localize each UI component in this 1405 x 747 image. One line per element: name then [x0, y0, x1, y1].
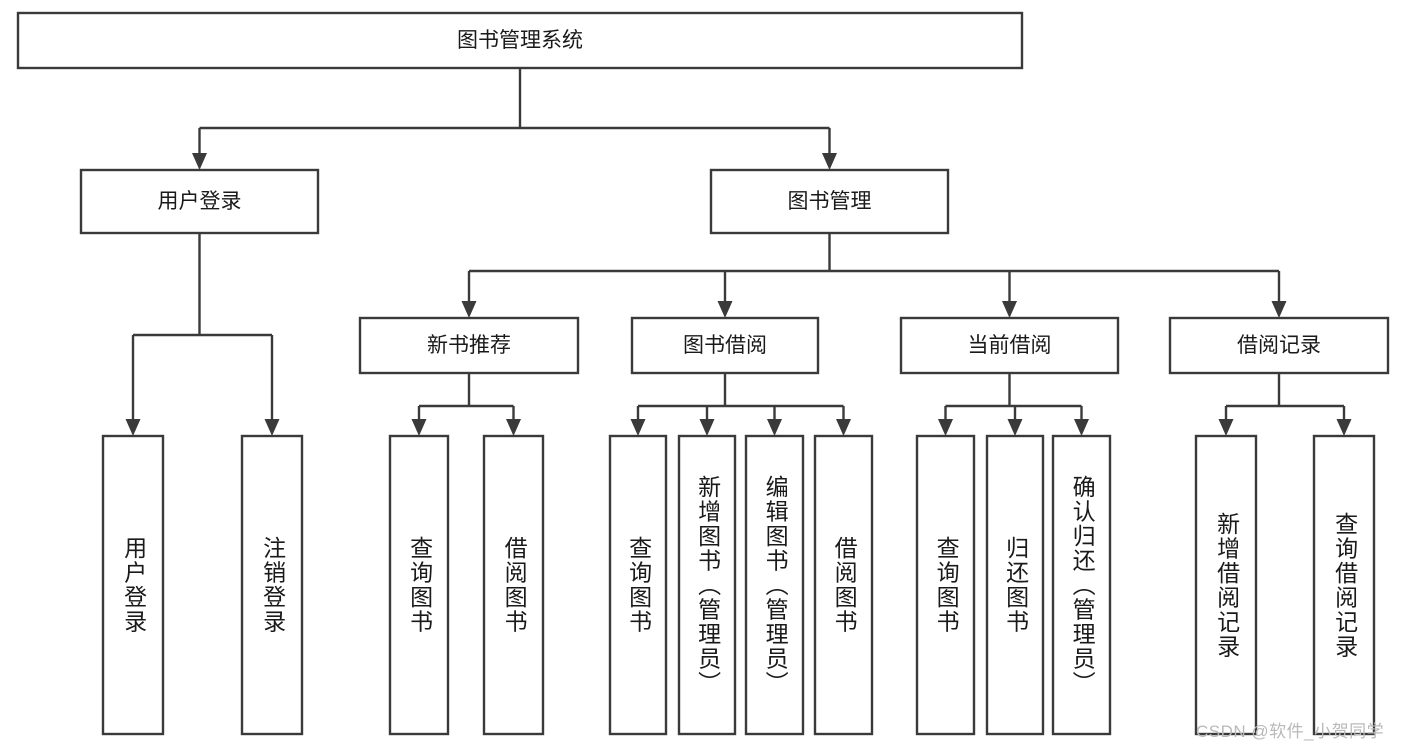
node-box-book-management[interactable]	[709, 168, 950, 235]
node-book-borrow[interactable]: 图书借阅	[630, 316, 820, 375]
node-box-leaf-add-book-admin[interactable]	[677, 434, 737, 736]
node-current-borrow[interactable]: 当前借阅	[899, 316, 1120, 375]
arrow-head-icon	[1002, 301, 1017, 318]
arrow-head-icon	[1336, 419, 1352, 436]
arrow-head-icon	[411, 419, 427, 436]
node-label-borrow-record: 借阅记录	[1237, 334, 1321, 357]
node-leaf-add-book-admin[interactable]	[677, 434, 737, 736]
node-label-user-login: 用户登录	[158, 190, 242, 213]
node-leaf-query-book-recommend[interactable]	[388, 434, 450, 736]
connectors-layer	[125, 68, 1352, 436]
node-box-leaf-add-borrow-record[interactable]	[1194, 434, 1258, 736]
arrow-head-icon	[125, 419, 141, 436]
node-box-book-borrow[interactable]	[630, 316, 820, 375]
arrow-head-icon	[630, 419, 646, 436]
node-box-leaf-return-book[interactable]	[985, 434, 1045, 736]
node-new-book-recommend[interactable]: 新书推荐	[358, 316, 580, 375]
arrow-head-icon	[938, 419, 953, 436]
arrow-head-icon	[767, 419, 782, 436]
arrow-head-icon	[264, 419, 280, 436]
arrow-head-icon	[1271, 301, 1287, 318]
node-leaf-edit-book-admin[interactable]	[744, 434, 805, 736]
node-box-root[interactable]	[16, 11, 1024, 70]
node-label-book-management: 图书管理	[788, 190, 872, 213]
node-leaf-user-login[interactable]	[101, 434, 165, 736]
node-box-user-login[interactable]	[79, 168, 320, 235]
node-box-borrow-record[interactable]	[1168, 316, 1390, 375]
arrow-head-icon	[1007, 419, 1023, 436]
arrow-head-icon	[717, 301, 733, 318]
node-leaf-query-book-current[interactable]	[915, 434, 976, 736]
node-box-leaf-query-book-current[interactable]	[915, 434, 976, 736]
node-leaf-logout-login[interactable]	[240, 434, 304, 736]
node-box-leaf-query-book-borrow[interactable]	[608, 434, 668, 736]
node-box-current-borrow[interactable]	[899, 316, 1120, 375]
node-box-leaf-user-login[interactable]	[101, 434, 165, 736]
csdn-watermark: CSDN @软件_小贺同学	[1196, 722, 1385, 741]
node-leaf-borrow-book-recommend[interactable]	[482, 434, 545, 736]
node-box-leaf-query-book-recommend[interactable]	[388, 434, 450, 736]
node-box-new-book-recommend[interactable]	[358, 316, 580, 375]
arrow-head-icon	[699, 419, 715, 436]
arrow-head-icon	[506, 419, 521, 436]
arrow-head-icon	[192, 153, 207, 170]
node-label-root: 图书管理系统	[457, 29, 583, 52]
node-leaf-query-book-borrow[interactable]	[608, 434, 668, 736]
node-root[interactable]: 图书管理系统	[16, 11, 1024, 70]
node-leaf-query-borrow-record[interactable]	[1312, 434, 1376, 736]
node-label-current-borrow: 当前借阅	[968, 334, 1052, 357]
node-label-book-borrow: 图书借阅	[683, 334, 767, 357]
node-leaf-borrow-book[interactable]	[813, 434, 874, 736]
node-leaf-confirm-return-admin[interactable]	[1051, 434, 1112, 736]
node-book-management[interactable]: 图书管理	[709, 168, 950, 235]
arrow-head-icon	[836, 419, 851, 436]
node-box-leaf-borrow-book[interactable]	[813, 434, 874, 736]
node-borrow-record[interactable]: 借阅记录	[1168, 316, 1390, 375]
arrow-head-icon	[1218, 419, 1234, 436]
arrow-head-icon	[822, 153, 837, 170]
node-label-new-book-recommend: 新书推荐	[427, 334, 511, 357]
arrow-head-icon	[461, 301, 477, 318]
node-box-leaf-borrow-book-recommend[interactable]	[482, 434, 545, 736]
arrow-head-icon	[1074, 419, 1089, 436]
node-leaf-add-borrow-record[interactable]	[1194, 434, 1258, 736]
node-user-login[interactable]: 用户登录	[79, 168, 320, 235]
node-box-leaf-logout-login[interactable]	[240, 434, 304, 736]
node-leaf-return-book[interactable]	[985, 434, 1045, 736]
node-box-leaf-query-borrow-record[interactable]	[1312, 434, 1376, 736]
node-box-leaf-edit-book-admin[interactable]	[744, 434, 805, 736]
node-box-leaf-confirm-return-admin[interactable]	[1051, 434, 1112, 736]
